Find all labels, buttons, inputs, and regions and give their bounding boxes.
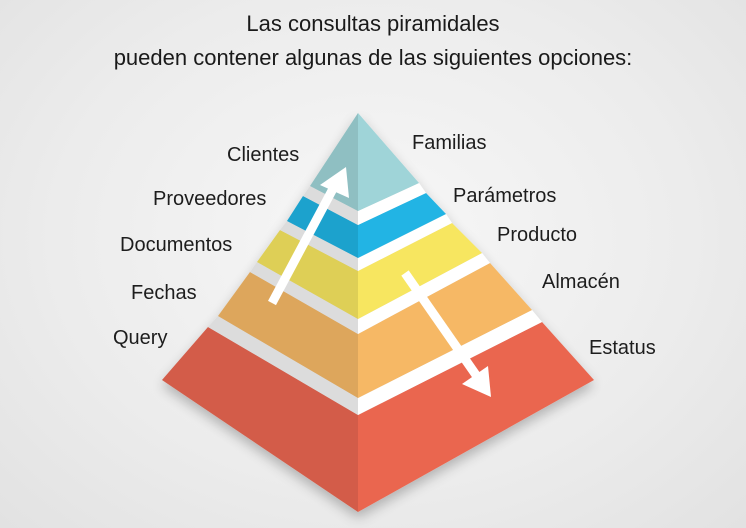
label-familias: Familias [412,132,487,154]
tier-5-left-face [162,327,358,512]
label-fechas: Fechas [131,282,197,304]
label-producto: Producto [497,224,578,246]
separator-3-4 [250,262,358,334]
tier-3-right-face [358,223,482,319]
diagram-title-line-2: pueden contener algunas de las siguiente… [113,45,633,70]
separator-4-5-right [358,310,542,415]
separator-4-5 [208,316,358,415]
label-proveedores: Proveedores [153,188,267,210]
label-estatus: Estatus [589,337,656,359]
label-documentos: Documentos [120,234,233,256]
label-almacen: Almacén [542,271,620,293]
tier-3-left-face [257,230,358,319]
tier-2-right-face [358,193,446,258]
separator-2-3-right [358,214,452,271]
separator-1-2 [303,186,358,225]
tier-1-right-face [358,113,419,211]
separator-1-2-right [358,183,426,225]
tier-5-right-face [358,322,594,512]
down-arrow-icon [401,270,491,397]
label-clientes: Clientes [227,144,300,166]
tier-4-left-face [218,272,358,398]
label-parametros: Parámetros [453,185,557,207]
label-query: Query [113,327,168,349]
separator-2-3 [280,221,358,271]
tier-2-left-face [287,196,358,258]
diagram-title-line-1: Las consultas piramidales [246,11,500,36]
up-arrow-icon [268,167,349,306]
